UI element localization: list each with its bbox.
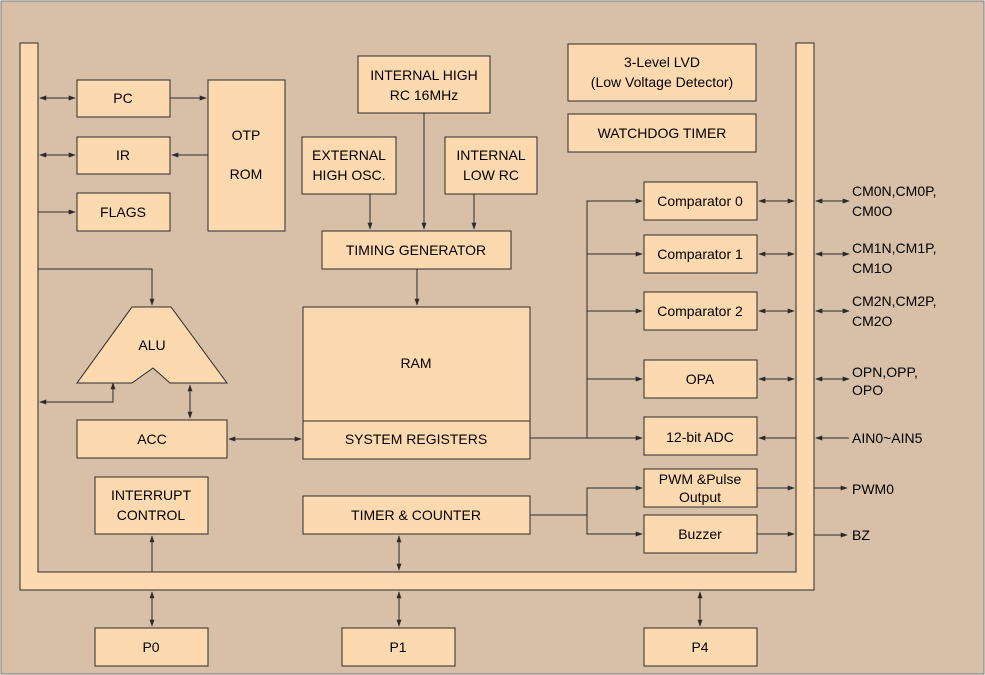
watchdog-timer-label: WATCHDOG TIMER [598,125,727,141]
watchdog-timer-block [567,113,757,153]
cm2-pins-line1: CM2N,CM2P, [852,293,937,309]
internal-low-rc-label-line2: LOW RC [463,167,519,183]
external-high-osc-label-line1: EXTERNAL [312,147,386,163]
alu-label: ALU [138,337,165,353]
pwm-label-line2: Output [679,489,721,505]
internal-high-rc-label-line1: INTERNAL HIGH [370,67,478,83]
timing-generator-label: TIMING GENERATOR [346,242,486,258]
connections [38,95,850,627]
comparator-0-label: Comparator 0 [657,193,743,209]
timer-counter-block [302,495,531,535]
cm0-pins-line2: CM0O [852,203,893,219]
pc-block [76,79,171,118]
pc-label: PC [113,90,132,106]
p1-block [341,627,456,667]
internal-low-rc-block [444,136,538,195]
ir-label: IR [116,147,130,163]
lvd-label-line2: (Low Voltage Detector) [591,74,733,90]
internal-low-rc-label-line1: INTERNAL [456,147,525,163]
comparator-2-label: Comparator 2 [657,303,743,319]
timer-counter-label: TIMER & COUNTER [351,507,481,523]
ram-label: RAM [400,355,431,371]
interrupt-control-block [94,476,209,535]
external-high-osc-label-line2: HIGH OSC. [312,167,385,183]
p0-block [94,627,209,667]
acc-label: ACC [137,431,167,447]
cm0-pins-line1: CM0N,CM0P, [852,183,937,199]
acc-block [76,419,228,459]
comparator-0-block [643,181,758,221]
comparator-1-label: Comparator 1 [657,246,743,262]
flags-block [76,192,171,232]
opa-label: OPA [686,371,715,387]
pwm-label-line1: PWM &Pulse [659,471,742,487]
system-registers-label: SYSTEM REGISTERS [345,431,487,447]
ir-block [76,136,171,175]
timing-generator-block [321,230,512,270]
internal-high-rc-block [357,55,491,114]
bz-pin: BZ [852,527,870,543]
ain-pins: AIN0~AIN5 [852,430,923,446]
external-high-osc-block [301,136,397,195]
otp-rom-block [207,79,286,232]
otp-label: OTP [232,127,261,143]
cm1-pins-line1: CM1N,CM1P, [852,240,937,256]
cm1-pins-line2: CM1O [852,260,893,276]
internal-bus [19,42,815,591]
lvd-label-line1: 3-Level LVD [624,54,700,70]
rom-label: ROM [230,166,263,182]
interrupt-control-label-line1: INTERRUPT [111,487,192,503]
adc-block [643,416,758,456]
opa-pins-line2: OPO [852,382,883,398]
ram-block [302,306,531,460]
buzzer-label: Buzzer [678,526,722,542]
p4-block [643,627,758,667]
pwm-pin: PWM0 [852,481,894,497]
p0-label: P0 [142,639,159,655]
opa-pins-line1: OPN,OPP, [852,364,918,380]
cm2-pins-line2: CM2O [852,313,893,329]
alu-block [76,306,228,384]
opa-block [643,359,758,399]
lvd-block [567,43,757,102]
interrupt-control-label-line2: CONTROL [117,507,186,523]
comparator-2-block [643,291,758,331]
flags-label: FLAGS [100,204,146,220]
p4-label: P4 [691,639,708,655]
internal-high-rc-label-line2: RC 16MHz [390,87,458,103]
adc-label: 12-bit ADC [666,429,734,445]
comparator-1-block [643,234,758,274]
p1-label: P1 [389,639,406,655]
